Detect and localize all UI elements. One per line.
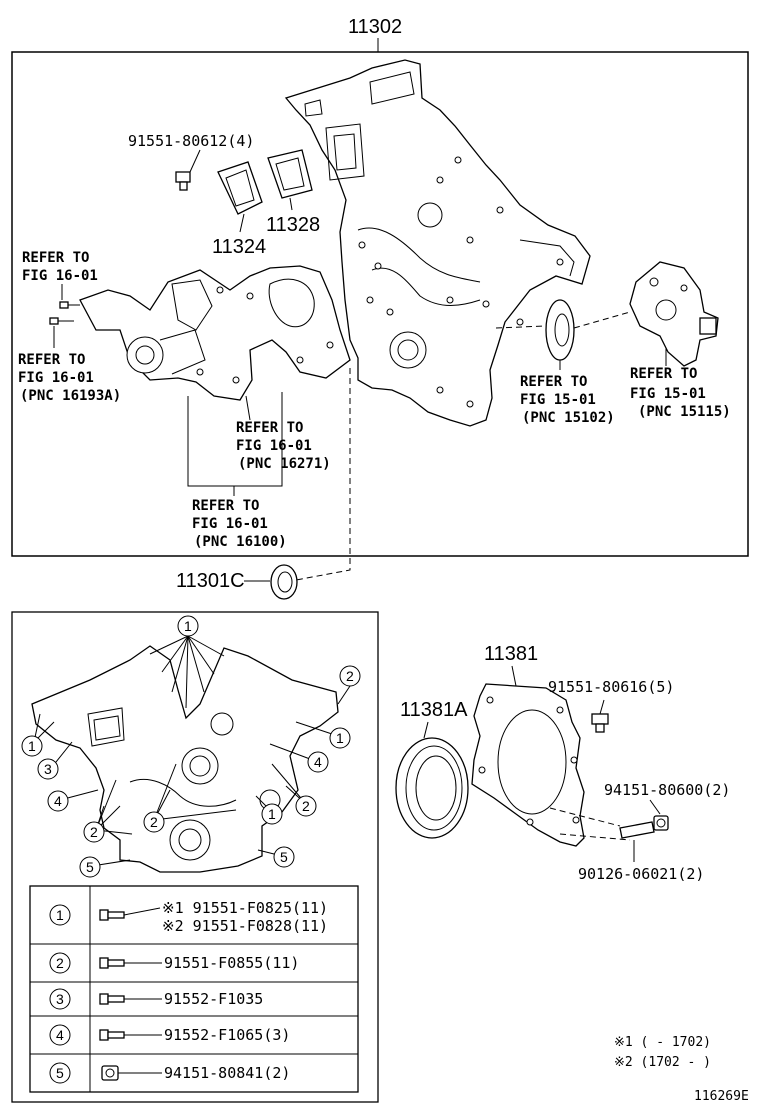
water-pump-assembly[interactable] bbox=[79, 265, 351, 401]
refer-label-16-01-b-line1[interactable]: REFER TO bbox=[18, 352, 85, 368]
svg-text:4: 4 bbox=[314, 754, 322, 770]
callout-1-center: 1 bbox=[261, 803, 283, 825]
refer-label-15-01-b-line1[interactable]: REFER TO bbox=[630, 366, 697, 382]
refer-label-15-01-b-line3[interactable]: (PNC 15115) bbox=[638, 404, 731, 420]
oil-pump-rotor[interactable] bbox=[545, 299, 575, 361]
stud-label-90126-06021[interactable]: 90126-06021(2) bbox=[578, 865, 704, 883]
svg-text:2: 2 bbox=[90, 824, 98, 840]
svg-text:1: 1 bbox=[184, 618, 192, 634]
svg-text:4: 4 bbox=[54, 793, 62, 809]
callout-2-right: 2 bbox=[295, 795, 317, 817]
svg-text:4: 4 bbox=[56, 1027, 64, 1043]
part-label-11328[interactable]: 11328 bbox=[266, 214, 320, 236]
part-label-11381[interactable]: 11381 bbox=[484, 643, 538, 665]
refer-label-16-01-a-line1[interactable]: REFER TO bbox=[22, 250, 89, 266]
bolt-1-line1: ※1 91551-F0825(11) bbox=[162, 899, 328, 917]
part-label-11324[interactable]: 11324 bbox=[212, 236, 266, 258]
timing-chain-cover[interactable] bbox=[284, 59, 591, 427]
gasket-11328[interactable] bbox=[267, 149, 313, 199]
main-part-number[interactable]: 11302 bbox=[348, 16, 402, 38]
bolt-3-line1: 91552-F1035 bbox=[164, 990, 263, 1008]
bolt-2-line1: 91551-F0855(11) bbox=[164, 954, 299, 972]
part-label-11381a[interactable]: 11381A bbox=[400, 699, 468, 721]
bolt-3-icon bbox=[99, 993, 109, 1005]
refer-label-16-01-b-line3[interactable]: (PNC 16193A) bbox=[20, 388, 121, 404]
callout-2-center: 2 bbox=[143, 811, 165, 833]
svg-text:1: 1 bbox=[28, 738, 36, 754]
callout-5-left: 5 bbox=[79, 856, 101, 878]
nut-94151-80600-icon[interactable] bbox=[653, 815, 669, 831]
small-bolts-icon[interactable] bbox=[49, 301, 80, 325]
svg-text:5: 5 bbox=[86, 859, 94, 875]
bolt-table-row-2[interactable]: 2 91551-F0855(11) bbox=[49, 952, 299, 974]
bolt-table-row-5[interactable]: 5 94151-80841(2) bbox=[49, 1062, 290, 1084]
nut-5-icon bbox=[101, 1065, 119, 1081]
oil-seal-11301c[interactable] bbox=[270, 564, 298, 600]
bolt-table-row-4[interactable]: 4 91552-F1065(3) bbox=[49, 1024, 290, 1046]
cover-outline-bolt-map[interactable] bbox=[31, 645, 339, 873]
svg-text:1: 1 bbox=[268, 806, 276, 822]
part-label-11301c[interactable]: 11301C bbox=[176, 570, 245, 592]
refer-label-16-01-a-line2[interactable]: FIG 16-01 bbox=[22, 268, 98, 284]
svg-text:1: 1 bbox=[56, 907, 64, 923]
refer-label-15-01-a-line1[interactable]: REFER TO bbox=[520, 374, 587, 390]
refer-label-15-01-a-line3[interactable]: (PNC 15102) bbox=[522, 410, 615, 426]
top-frame bbox=[11, 51, 749, 557]
callout-circles[interactable]: 1 2 1 3 1 4 4 2 1 2 2 5 5 bbox=[21, 615, 361, 878]
figure-id: 116269E bbox=[694, 1089, 749, 1104]
callout-5-right: 5 bbox=[273, 846, 295, 868]
callout-2-lower-left: 2 bbox=[83, 821, 105, 843]
callout-1-top: 1 bbox=[177, 615, 199, 637]
refer-label-15-01-b-line2[interactable]: FIG 15-01 bbox=[630, 386, 706, 402]
svg-text:2: 2 bbox=[302, 798, 310, 814]
callout-2-top-right: 2 bbox=[339, 665, 361, 687]
svg-text:2: 2 bbox=[150, 814, 158, 830]
callout-1-left: 1 bbox=[21, 735, 43, 757]
bolt-label-91551-80616[interactable]: 91551-80616(5) bbox=[548, 678, 674, 696]
svg-text:5: 5 bbox=[280, 849, 288, 865]
refer-label-16-01-d-line3[interactable]: (PNC 16100) bbox=[194, 534, 287, 550]
callout-1-right: 1 bbox=[329, 727, 351, 749]
refer-label-16-01-d-line2[interactable]: FIG 16-01 bbox=[192, 516, 268, 532]
svg-text:3: 3 bbox=[44, 761, 52, 777]
bolt-table bbox=[29, 885, 359, 1093]
bolt-2-icon bbox=[99, 957, 109, 969]
rear-oil-seal-11381a[interactable] bbox=[395, 737, 469, 839]
stud-90126-06021-icon[interactable] bbox=[619, 821, 655, 839]
svg-text:2: 2 bbox=[56, 955, 64, 971]
note-1: ※1 ( - 1702) bbox=[614, 1035, 711, 1050]
bolt-location-frame bbox=[11, 611, 379, 1103]
nut-label-94151-80600[interactable]: 94151-80600(2) bbox=[604, 781, 730, 799]
svg-text:3: 3 bbox=[56, 991, 64, 1007]
refer-label-16-01-c-line2[interactable]: FIG 16-01 bbox=[236, 438, 312, 454]
svg-text:5: 5 bbox=[56, 1065, 64, 1081]
bolt-91551-80612-icon[interactable] bbox=[175, 171, 191, 191]
refer-label-16-01-c-line1[interactable]: REFER TO bbox=[236, 420, 303, 436]
plate-11324[interactable] bbox=[217, 161, 263, 215]
rear-oil-seal-retainer[interactable] bbox=[471, 683, 585, 847]
callout-4-right: 4 bbox=[307, 751, 329, 773]
svg-text:2: 2 bbox=[346, 668, 354, 684]
oil-pump-cover[interactable] bbox=[629, 261, 719, 367]
refer-label-16-01-d-line1[interactable]: REFER TO bbox=[192, 498, 259, 514]
bolt-1-icon bbox=[99, 909, 109, 921]
bolt-table-row-3[interactable]: 3 91552-F1035 bbox=[49, 988, 263, 1010]
note-2: ※2 (1702 - ) bbox=[614, 1055, 711, 1070]
refer-label-16-01-b-line2[interactable]: FIG 16-01 bbox=[18, 370, 94, 386]
bolt-4-icon bbox=[99, 1029, 109, 1041]
callout-4-left: 4 bbox=[47, 790, 69, 812]
refer-label-15-01-a-line2[interactable]: FIG 15-01 bbox=[520, 392, 596, 408]
refer-label-16-01-c-line3[interactable]: (PNC 16271) bbox=[238, 456, 331, 472]
callout-3-left: 3 bbox=[37, 758, 59, 780]
bolt-91551-80616-icon[interactable] bbox=[591, 713, 609, 733]
bolt-1-line2: ※2 91551-F0828(11) bbox=[162, 917, 328, 935]
bolt-label-91551-80612[interactable]: 91551-80612(4) bbox=[128, 132, 254, 150]
svg-text:1: 1 bbox=[336, 730, 344, 746]
bolt-table-row-1[interactable]: 1 ※1 91551-F0825(11) ※2 91551-F0828(11) bbox=[49, 899, 328, 935]
bolt-4-line1: 91552-F1065(3) bbox=[164, 1026, 290, 1044]
bolt-5-line1: 94151-80841(2) bbox=[164, 1064, 290, 1082]
